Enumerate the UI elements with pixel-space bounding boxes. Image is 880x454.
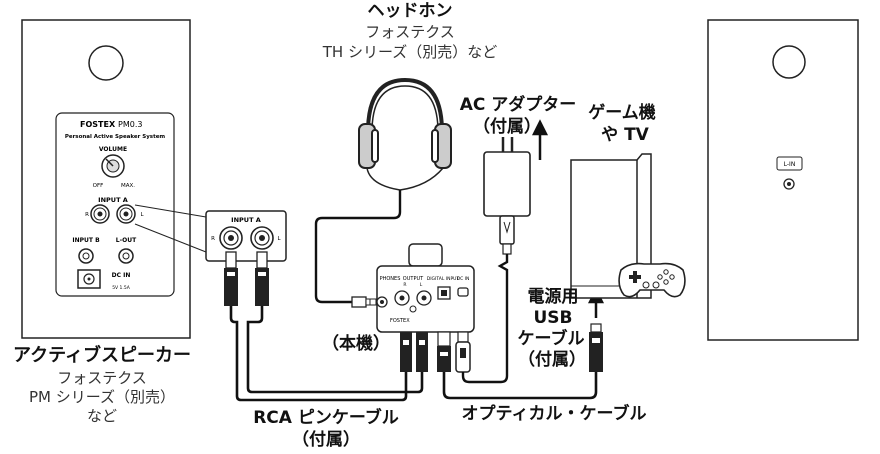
dc-in-jack[interactable] xyxy=(77,269,101,289)
output-l-jack[interactable] xyxy=(416,290,432,306)
ac-adapter-included: （付属） xyxy=(473,117,541,137)
rca-cable xyxy=(229,306,424,402)
l-in-jack[interactable] xyxy=(783,178,795,190)
headphones-title: ヘッドホン xyxy=(367,1,453,21)
device-rca-plugs xyxy=(400,332,428,372)
volume-off-label: OFF xyxy=(93,183,104,189)
rca-cable-included: （付属） xyxy=(292,430,360,450)
panel-subtitle: Personal Active Speaker System xyxy=(65,134,166,140)
device-dc-in-label: DC IN xyxy=(457,276,470,282)
output-label: OUTPUT xyxy=(403,276,424,282)
dc-spec-label: 5V 1.5A xyxy=(112,285,131,291)
phones-label: PHONES xyxy=(380,276,401,282)
input-a-l-jack[interactable] xyxy=(116,204,136,224)
input-b-jack[interactable] xyxy=(78,248,94,264)
game-console-tv: や TV xyxy=(601,125,649,145)
left-speaker: FOSTEX PM0.3 Personal Active Speaker Sys… xyxy=(21,19,191,339)
l-out-jack[interactable] xyxy=(118,248,134,264)
game-console-title: ゲーム機 xyxy=(588,103,656,123)
headphones-series: TH シリーズ（別売）など xyxy=(322,43,498,61)
headphone-plug xyxy=(351,296,377,308)
headphones-brand: フォステクス xyxy=(365,23,455,41)
volume-knob[interactable] xyxy=(101,154,125,178)
right-speaker: L-IN xyxy=(707,19,859,341)
output-l-label: L xyxy=(420,282,423,288)
arrow-icon xyxy=(531,119,605,318)
speaker-series: PM シリーズ（別売） xyxy=(28,388,175,406)
zoom-l-label: L xyxy=(277,236,281,242)
speaker-etc: など xyxy=(86,407,117,425)
input-a-zoom-panel: INPUT A R L xyxy=(205,210,287,262)
main-unit: PHONES OUTPUT R L DIGITAL INPUT DC IN FO… xyxy=(376,243,475,333)
panel-model: PM0.3 xyxy=(118,120,142,129)
input-a-r-jack[interactable] xyxy=(90,204,110,224)
input-a-label: INPUT A xyxy=(98,196,128,204)
zoom-input-a-label: INPUT A xyxy=(231,216,261,224)
optical-cable-title: オプティカル・ケーブル xyxy=(461,404,647,424)
volume-label: VOLUME xyxy=(99,146,127,153)
headphones xyxy=(358,77,452,191)
main-unit-label: （本機） xyxy=(322,334,390,354)
digital-input-label: DIGITAL INPUT xyxy=(427,276,460,282)
zoom-l-jack[interactable] xyxy=(250,226,274,250)
zoom-r-jack[interactable] xyxy=(219,226,243,250)
optical-plug-device xyxy=(437,331,451,372)
usb-plug-device xyxy=(455,331,471,373)
volume-max-label: MAX. xyxy=(121,183,135,189)
speaker-title: アクティブスピーカー xyxy=(12,345,192,366)
l-out-label: L-OUT xyxy=(116,237,137,244)
input-b-label: INPUT B xyxy=(72,237,100,244)
ac-adapter-title: AC アダプター xyxy=(459,95,577,115)
input-a-r-label: R xyxy=(85,212,89,218)
usb-cable-label-2: USB xyxy=(533,308,573,328)
usb-power-jack[interactable] xyxy=(457,287,469,297)
output-r-label: R xyxy=(403,282,406,288)
rca-cable-title: RCA ピンケーブル xyxy=(253,408,399,428)
usb-cable-label-3: ケーブル xyxy=(517,329,585,349)
phones-jack[interactable] xyxy=(376,296,388,308)
input-a-l-label: L xyxy=(140,212,144,218)
optical-input-jack[interactable] xyxy=(437,286,451,300)
dc-in-label: DC IN xyxy=(112,272,131,279)
output-r-jack[interactable] xyxy=(394,290,410,306)
ac-adapter xyxy=(483,137,531,255)
usb-cable-label-4: （付属） xyxy=(518,350,586,370)
device-brand: FOSTEX xyxy=(390,318,410,324)
rca-plug-r xyxy=(224,251,238,306)
l-in-label: L-IN xyxy=(784,161,796,168)
panel-brand: FOSTEX xyxy=(80,120,116,129)
usb-cable-label-1: 電源用 xyxy=(527,287,579,307)
optical-plug-game xyxy=(589,323,603,372)
speaker-brand: フォステクス xyxy=(57,369,147,387)
gamepad-icon xyxy=(618,262,686,298)
rca-plug-l xyxy=(255,251,269,306)
zoom-r-label: R xyxy=(211,236,215,242)
